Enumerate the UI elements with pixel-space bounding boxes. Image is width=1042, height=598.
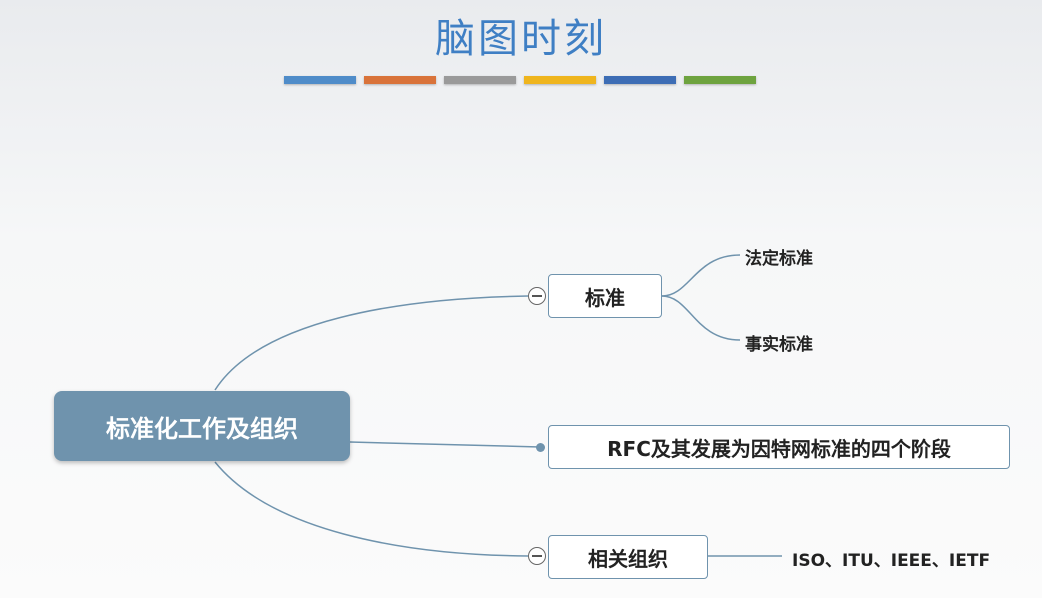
- minus-circle-icon[interactable]: [528, 547, 546, 565]
- color-bar: [364, 76, 436, 84]
- page-title: 脑图时刻: [435, 16, 607, 62]
- branch-node-standard[interactable]: 标准: [548, 274, 662, 318]
- leaf-node-legal-standard[interactable]: 法定标准: [745, 249, 813, 269]
- dot-icon: [536, 443, 545, 452]
- leaf-node-defacto-standard[interactable]: 事实标准: [745, 335, 813, 355]
- connector-standard-defacto: [661, 295, 741, 341]
- color-bar: [604, 76, 676, 84]
- minus-circle-icon[interactable]: [528, 287, 546, 305]
- connector-root-standard: [214, 295, 529, 391]
- color-bar: [524, 76, 596, 84]
- branch-node-rfc-stages[interactable]: RFC及其发展为因特网标准的四个阶段: [548, 425, 1010, 469]
- color-bar: [284, 76, 356, 84]
- leaf-node-org-list[interactable]: ISO、ITU、IEEE、IETF: [792, 551, 991, 571]
- connector-standard-legal: [661, 254, 741, 297]
- branch-node-related-orgs[interactable]: 相关组织: [548, 535, 708, 579]
- connector-root-orgs: [214, 461, 529, 557]
- color-bar: [684, 76, 756, 84]
- mindmap-root-node[interactable]: 标准化工作及组织: [54, 391, 350, 461]
- connector-root-rfc: [349, 441, 541, 448]
- color-bar: [444, 76, 516, 84]
